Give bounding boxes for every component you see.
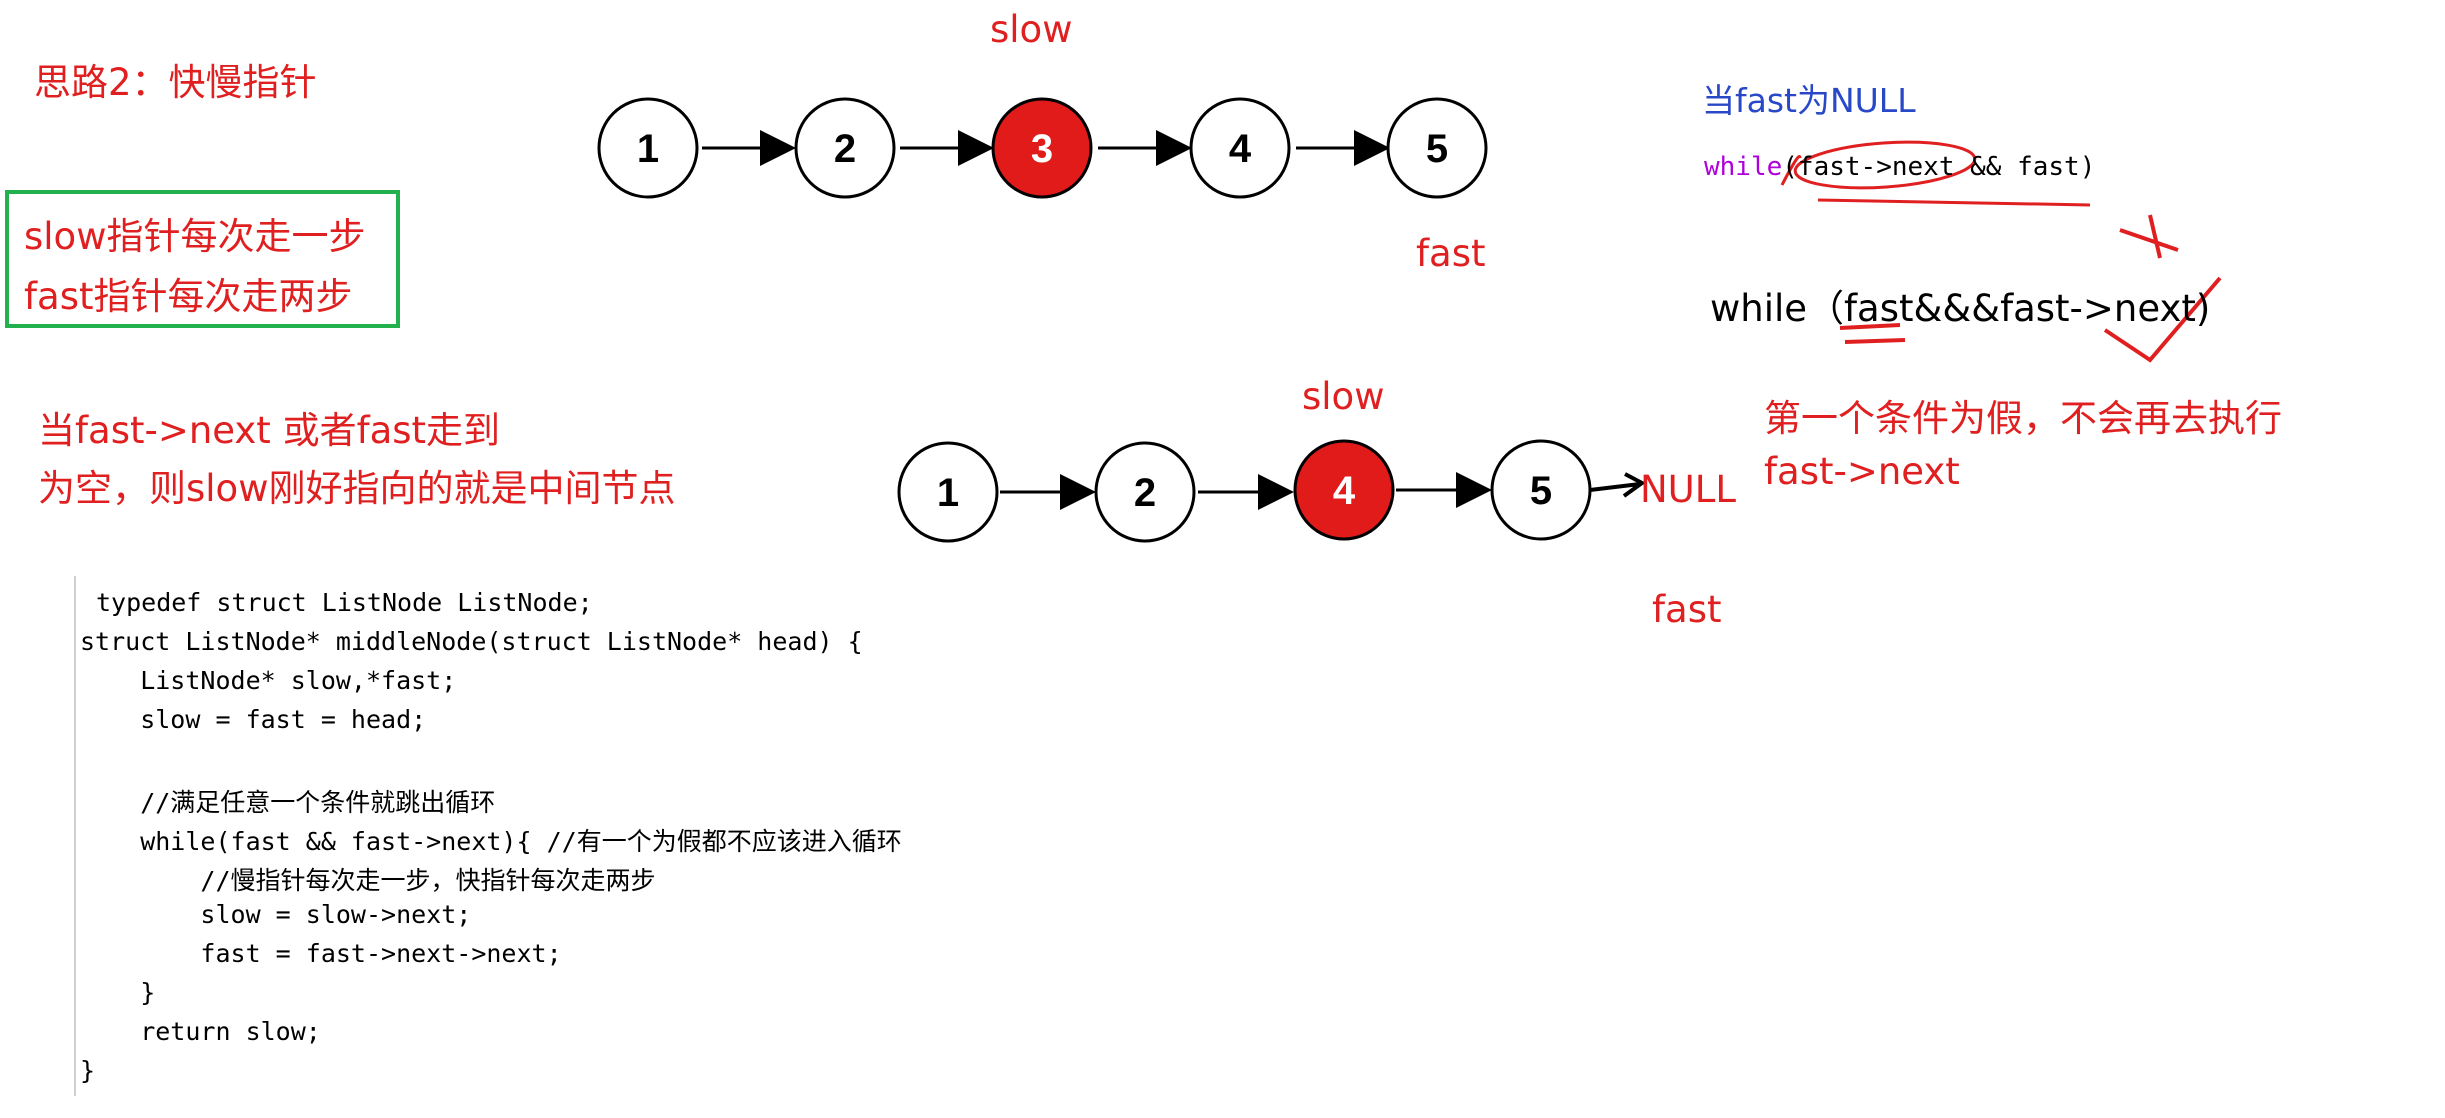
- d2-node-1-label: 1: [937, 471, 959, 515]
- circle-mark: [1793, 140, 1977, 190]
- node-5: [1386, 97, 1488, 199]
- explain-line-1: 第一个条件为假，不会再去执行: [1764, 397, 2282, 440]
- d2-node-2-label: 2: [1134, 471, 1156, 515]
- code-line-3: ListNode* slow,*fast;: [80, 666, 457, 695]
- code-line-2: struct ListNode* middleNode(struct ListN…: [80, 627, 863, 656]
- diagram-1: 1 2 3 4 5: [597, 97, 1488, 199]
- code-line-7: while(fast && fast->next){ //有一个为假都不应该进入…: [80, 827, 902, 856]
- code-line-1: typedef struct ListNode ListNode;: [96, 588, 593, 617]
- explanation-box: [5, 190, 400, 328]
- code-line-13: }: [80, 1056, 96, 1085]
- right-condition: while（fast&&&fast->next): [1710, 287, 2211, 330]
- node-1: [597, 97, 699, 199]
- node-4: [1189, 97, 1291, 199]
- d2-node-1: [897, 441, 999, 543]
- wrong-condition-rest: (fast->next && fast): [1782, 152, 2096, 182]
- d2-node-5: [1490, 439, 1592, 541]
- node-3-label: 3: [1031, 127, 1053, 171]
- right-heading: 当fast为NULL: [1702, 81, 1916, 120]
- code-line-6: //满足任意一个条件就跳出循环: [80, 788, 496, 817]
- explain-line-2: fast->next: [1764, 450, 1960, 493]
- node-4-label: 4: [1229, 127, 1252, 171]
- null-label: NULL: [1640, 468, 1736, 511]
- page-title: 思路2：快慢指针: [34, 61, 317, 104]
- slow-label-2: slow: [1302, 375, 1385, 418]
- note-line-1: 当fast->next 或者fast走到: [38, 409, 501, 452]
- code-block: typedef struct ListNode ListNode; struct…: [74, 576, 1086, 1096]
- wrong-condition: while(fast->next && fast): [1704, 152, 2095, 182]
- node-2-label: 2: [834, 127, 856, 171]
- explanation-line-1: slow指针每次走一步: [24, 215, 366, 258]
- node-2: [794, 97, 896, 199]
- explanation-line-2: fast指针每次走两步: [24, 275, 353, 318]
- code-line-8: //慢指针每次走一步，快指针每次走两步: [80, 866, 656, 895]
- hook-mark: [1780, 155, 1802, 186]
- handwritten-marks: [1780, 140, 2222, 363]
- arrow-d2-5-null: [1589, 472, 1646, 498]
- d2-node-4-label: 4: [1333, 469, 1356, 513]
- cross-mark: [2119, 214, 2179, 259]
- wrong-condition-keyword: while: [1704, 152, 1783, 182]
- slow-label-1: slow: [990, 8, 1073, 51]
- fast-label-1: fast: [1416, 232, 1486, 275]
- code-line-12: return slow;: [80, 1017, 321, 1046]
- check-mark: [2103, 276, 2222, 363]
- d2-node-2: [1094, 441, 1196, 543]
- code-line-9: slow = slow->next;: [80, 900, 472, 929]
- d2-node-4: [1293, 439, 1395, 541]
- underline-right: [1839, 323, 1906, 344]
- d2-node-5-label: 5: [1530, 469, 1552, 513]
- diagram-2: 1 2 4 5: [897, 439, 1646, 543]
- code-line-10: fast = fast->next->next;: [80, 939, 562, 968]
- underline-wrong: [1817, 198, 2091, 207]
- node-5-label: 5: [1426, 127, 1448, 171]
- code-line-11: }: [80, 978, 156, 1007]
- node-3: [991, 97, 1093, 199]
- node-1-label: 1: [637, 127, 659, 171]
- fast-label-2: fast: [1652, 588, 1722, 631]
- code-line-4: slow = fast = head;: [80, 705, 427, 734]
- note-line-2: 为空，则slow刚好指向的就是中间节点: [38, 467, 676, 510]
